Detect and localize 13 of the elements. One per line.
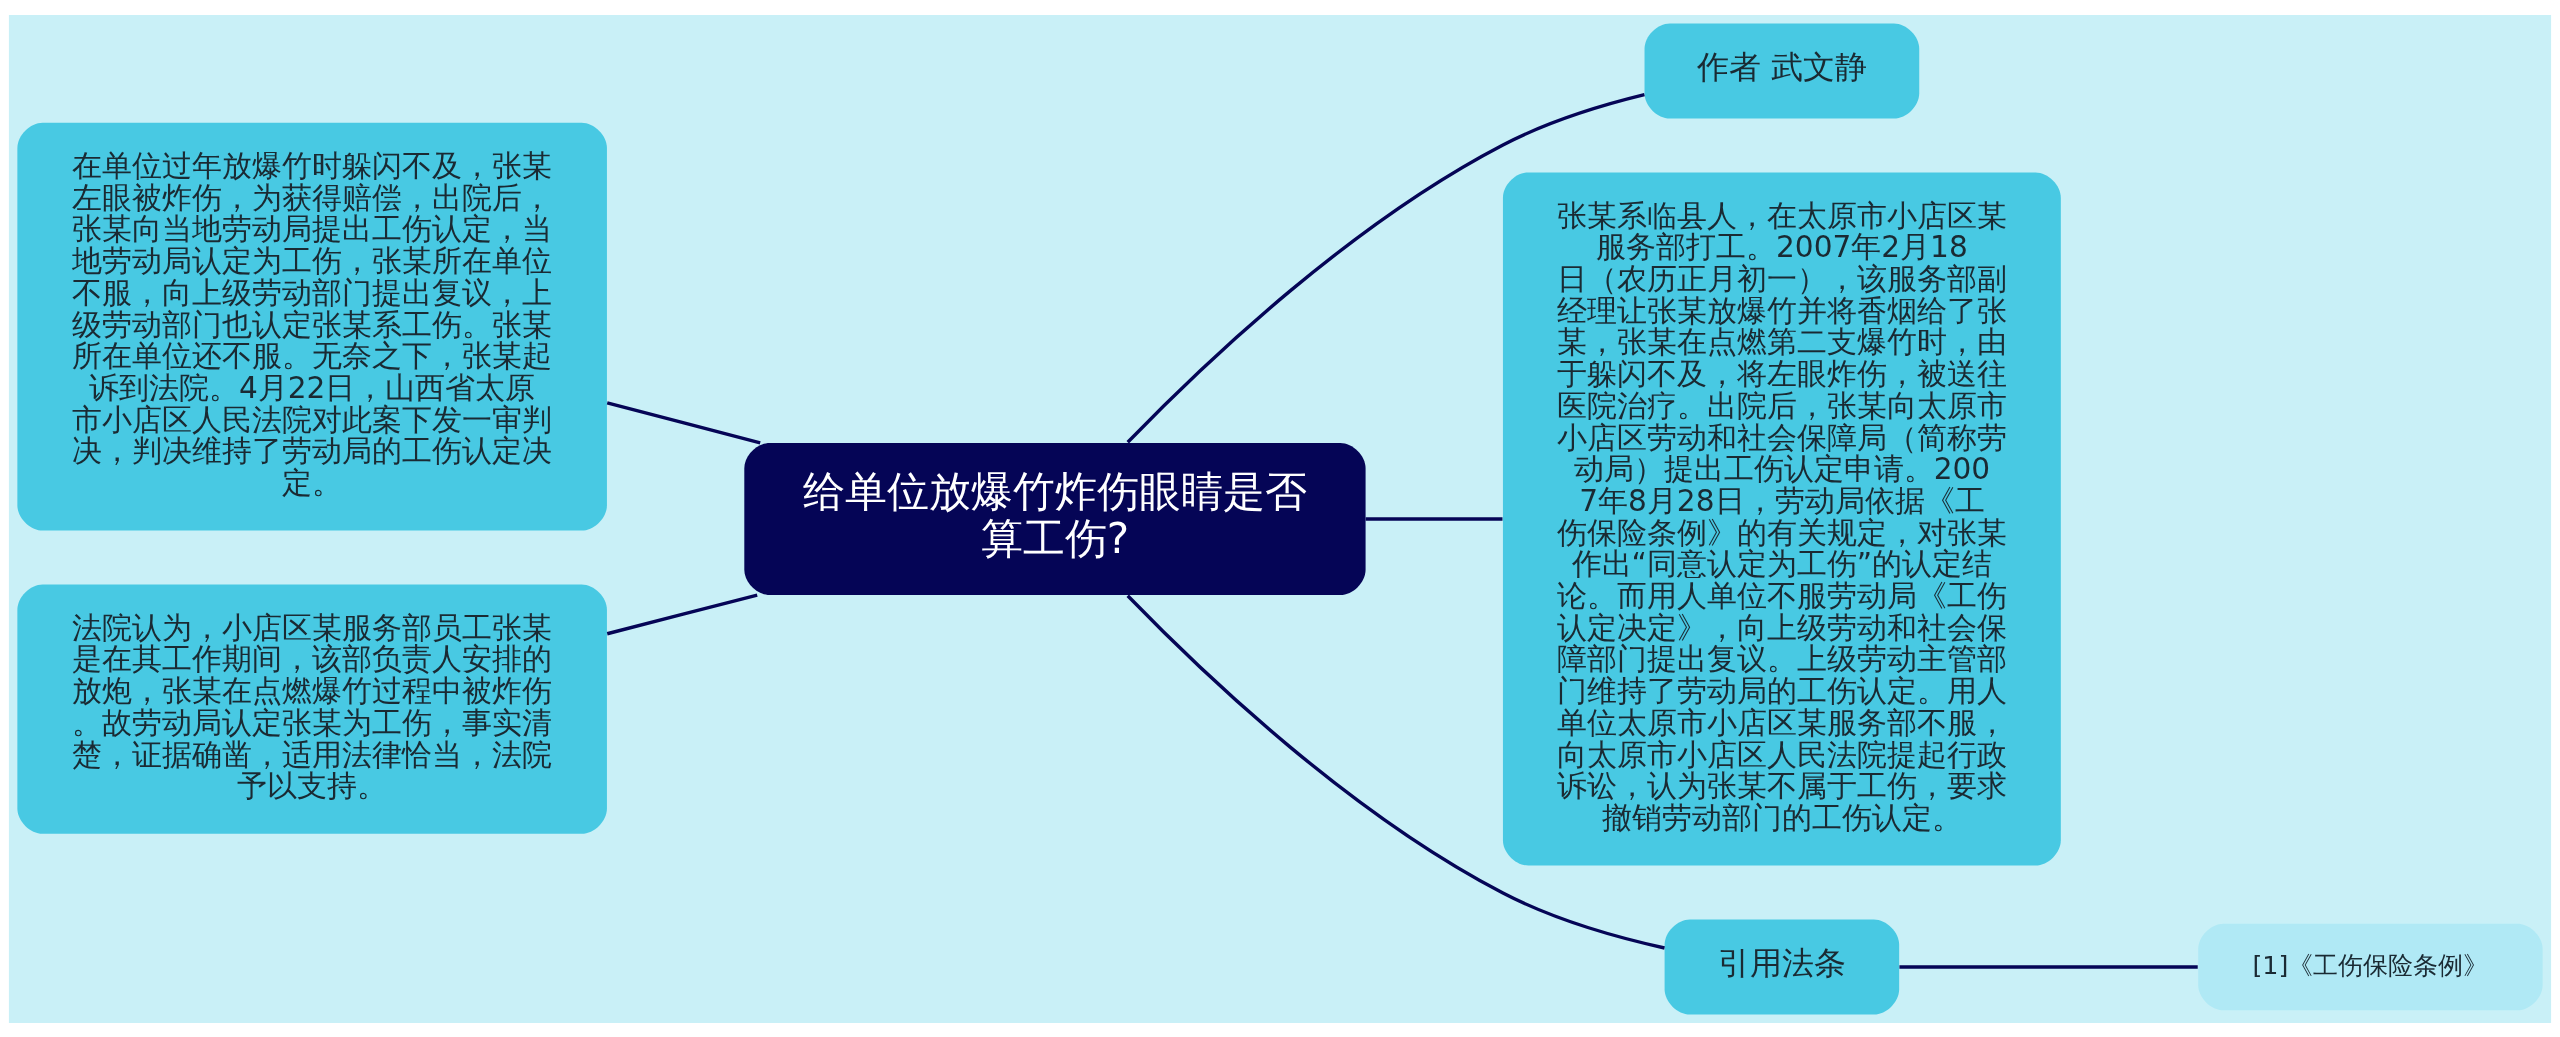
node-box: 作者 武文静 — [1644, 22, 1920, 119]
node-box: 给单位放爆竹炸伤眼睛是否算工伤? — [744, 442, 1366, 595]
connector — [1126, 92, 1645, 443]
connector — [606, 400, 761, 444]
node-box: 法院认为，小店区某服务部员工张某是在其工作期间，该部负责人安排的放炮，张某在点燃爆竹过程中被炸伤。故劳动局认定张某为工伤，事实清楚，证据确凿，适用法律恰当，法院予以支持。 — [17, 584, 607, 834]
connector — [1365, 516, 1503, 521]
connector — [1899, 964, 2198, 969]
node-box: 引用法条 — [1664, 918, 1900, 1015]
node-box: 在单位过年放爆竹时躲闪不及，张某左眼被炸伤，为获得赔偿，出院后，张某向当地劳动局提出工伤认定，当地劳动局认定为工伤，张某所在单位不服，向上级劳动部门提出复议，上级劳动部门也认定张某系工伤。张某所在单位还不服。无奈之下，张某起诉到法院。4月22日，山西省太原市小店区人民法院对此案下发一审判决，判决维持了劳动局的工伤认定决定。 — [17, 122, 607, 531]
node-box: 张某系临县人，在太原市小店区某服务部打工。2007年2月18日（农历正月初一），该服务部副经理让张某放爆竹并将香烟给了张某，张某在点燃第二支爆竹时，由于躲闪不及，将左眼炸伤，被送往医院治疗。出院后，张某向太原市小店区劳动和社会保障局（简称劳动局）提出工伤认定申请。2007年8月28日，劳动局依据《工伤保险条例》的有关规定，对张某作出“同意认定为工伤”的认定结论。而用人单位不服劳动局《工伤认定决定》，向上级劳动和社会保障部门提出复议。上级劳动主管部门维持了劳动局的工伤认定。用人单位太原市小店区某服务部不服，向太原市小店区人民法院提起行政诉讼，认为张某不属于工伤，要求撤销劳动部门的工伤认定。 — [1502, 171, 2061, 866]
node-box: [1]《工伤保险条例》 — [2198, 923, 2543, 1010]
connector — [606, 593, 758, 635]
connector — [1126, 594, 1665, 950]
